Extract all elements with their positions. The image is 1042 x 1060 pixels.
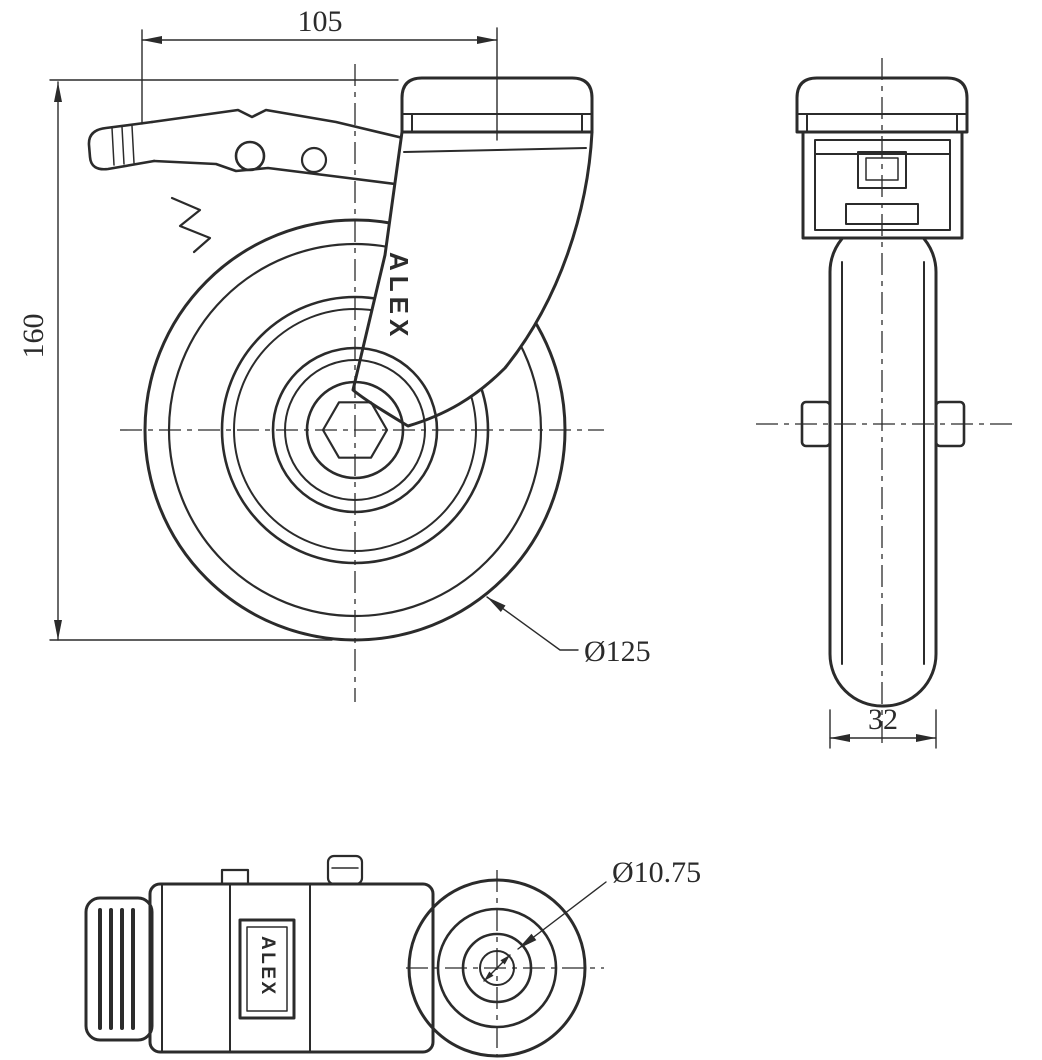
dimension-wheel-width: 32: [829, 703, 937, 749]
brake-pivot-bolt-2: [300, 146, 328, 174]
brand-label-front: ALEX: [384, 252, 414, 341]
overall-height-label: 160: [17, 314, 50, 359]
body-bolt-cap: [326, 854, 364, 886]
brake-pedal-outline: [84, 896, 154, 1042]
body-clip: [220, 868, 250, 886]
side-view: [756, 58, 1012, 748]
brake-spring-clip: [170, 196, 212, 254]
dimension-overall-height: 160: [17, 79, 399, 641]
swivel-fork: [351, 130, 594, 428]
bolt-hole-diameter-label: Ø10.75: [612, 856, 701, 889]
brand-badge: ALEX: [238, 918, 296, 1020]
wheel-width-label: 32: [868, 703, 898, 736]
brake-lever: [87, 108, 405, 254]
brand-label-badge: ALEX: [257, 936, 278, 997]
wheel-diameter-label: Ø125: [584, 635, 651, 668]
mount-width-label: 105: [298, 5, 343, 38]
fork-top-edge-line: [403, 147, 587, 153]
dimension-bolt-hole: Ø10.75: [517, 856, 701, 950]
caster-body-outline: [148, 882, 435, 1054]
brake-pivot-bolt: [234, 140, 266, 172]
dimension-wheel-diameter: Ø125: [486, 596, 651, 668]
bottom-view: ALEX: [84, 854, 604, 1058]
front-view: ALEX: [87, 64, 604, 702]
dimension-mount-width: 105: [141, 5, 498, 141]
wheel-side-outline: [828, 218, 938, 708]
